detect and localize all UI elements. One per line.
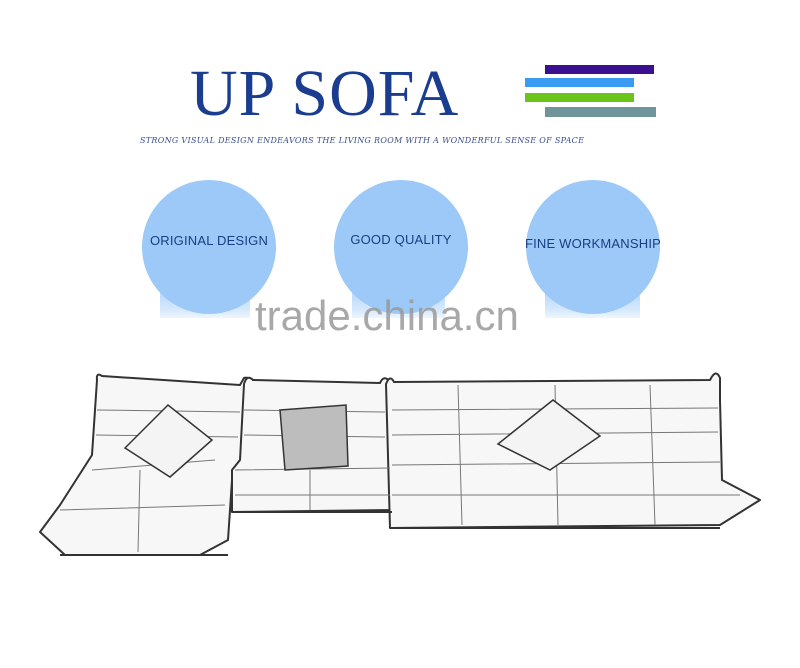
logo-bar-green <box>525 93 634 102</box>
feature-badge-original-design: ORIGINAL DESIGN <box>142 180 276 314</box>
brand-title: UP SOFA <box>190 57 460 130</box>
feature-label: GOOD QUALITY <box>350 232 452 247</box>
watermark: trade.china.cn <box>255 292 519 339</box>
feature-label: FINE WORKMANSHIP <box>524 236 662 251</box>
sofa-sketch-image <box>39 372 761 556</box>
tagline: STRONG VISUAL DESIGN ENDEAVORS THE LIVIN… <box>140 136 585 145</box>
logo-bar-gray <box>545 107 656 117</box>
logo-bar-purple <box>545 65 654 74</box>
feature-label: ORIGINAL DESIGN <box>149 233 269 248</box>
logo-bar-blue <box>525 78 634 87</box>
feature-badge-good-quality: GOOD QUALITY <box>334 180 468 314</box>
feature-badge-fine-workmanship: FINE WORKMANSHIP <box>525 180 661 314</box>
